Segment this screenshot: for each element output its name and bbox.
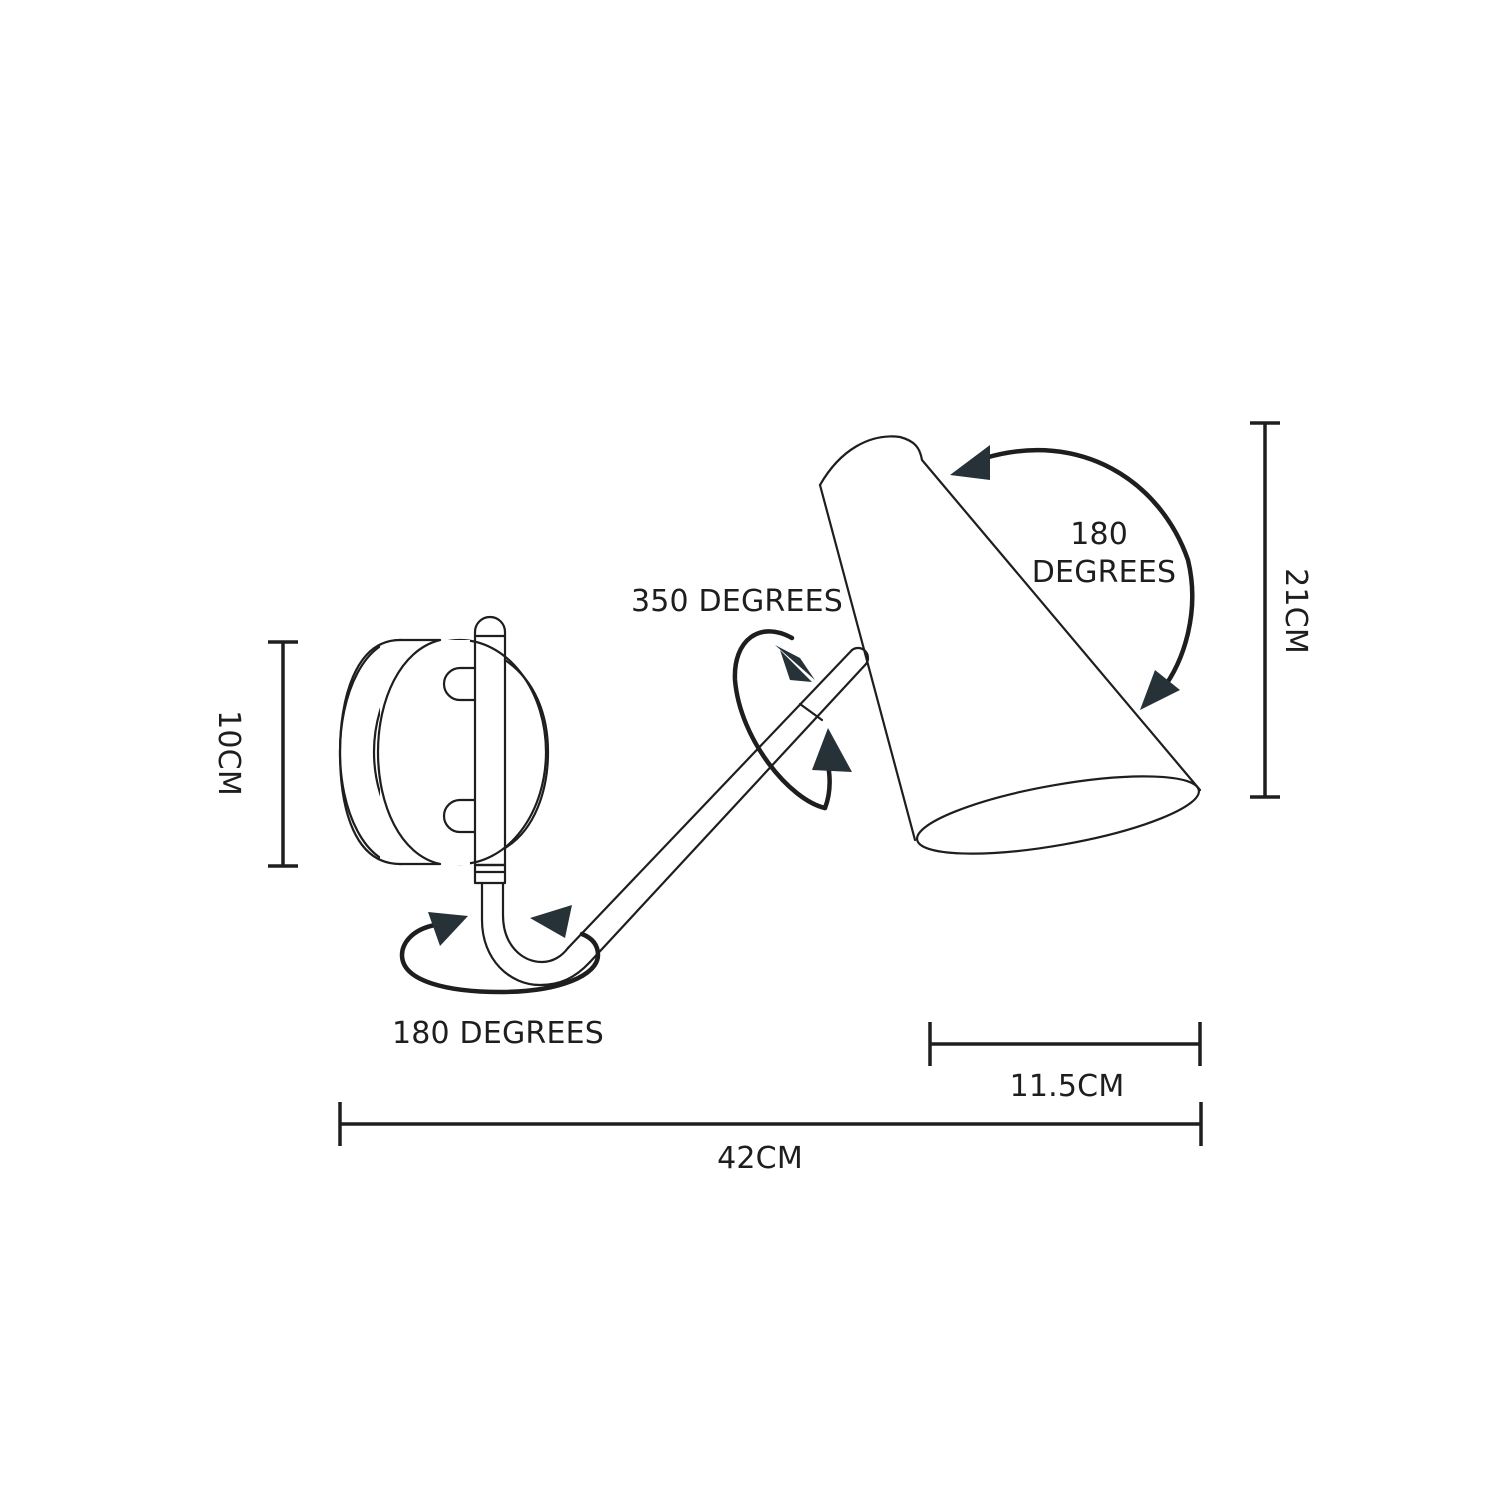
total-length-label: 42CM <box>717 1141 803 1176</box>
bent-elbow <box>480 881 592 987</box>
dimension-line-total-length <box>338 1102 1203 1146</box>
mounting-screw-bottom <box>442 798 477 834</box>
arrowhead-icon <box>812 728 852 772</box>
dimension-line-backplate <box>268 640 298 868</box>
arrowhead-icon <box>1140 670 1180 710</box>
dimension-line-shade-height <box>1250 421 1280 799</box>
dimension-line-shade-width <box>928 1022 1202 1066</box>
head-rotation-line-2: DEGREES <box>1032 555 1177 590</box>
wall-backplate <box>338 638 550 866</box>
arrowhead-icon <box>530 905 572 938</box>
base-rotation-label: 180 DEGREES <box>392 1016 604 1051</box>
head-rotation-line-1: 180 <box>1070 517 1128 552</box>
rotation-arrow-head <box>950 445 1195 710</box>
mounting-screw-top <box>442 666 477 702</box>
head-rotation-label: 180 DEGREES <box>1032 517 1177 590</box>
lamp-shade <box>818 435 1202 855</box>
rotation-arrow-base <box>399 905 601 995</box>
arrowhead-icon <box>950 445 990 480</box>
swing-arm <box>566 646 870 964</box>
arrowhead-icon <box>775 645 815 682</box>
arm-rotation-label: 350 DEGREES <box>631 584 843 619</box>
rotation-arrow-arm-joint <box>732 629 852 811</box>
backplate-height-label: 10CM <box>211 710 246 796</box>
shade-width-label: 11.5CM <box>1010 1069 1125 1104</box>
shade-height-label: 21CM <box>1278 568 1313 654</box>
arrowhead-icon <box>428 912 468 946</box>
vertical-post <box>473 615 507 885</box>
